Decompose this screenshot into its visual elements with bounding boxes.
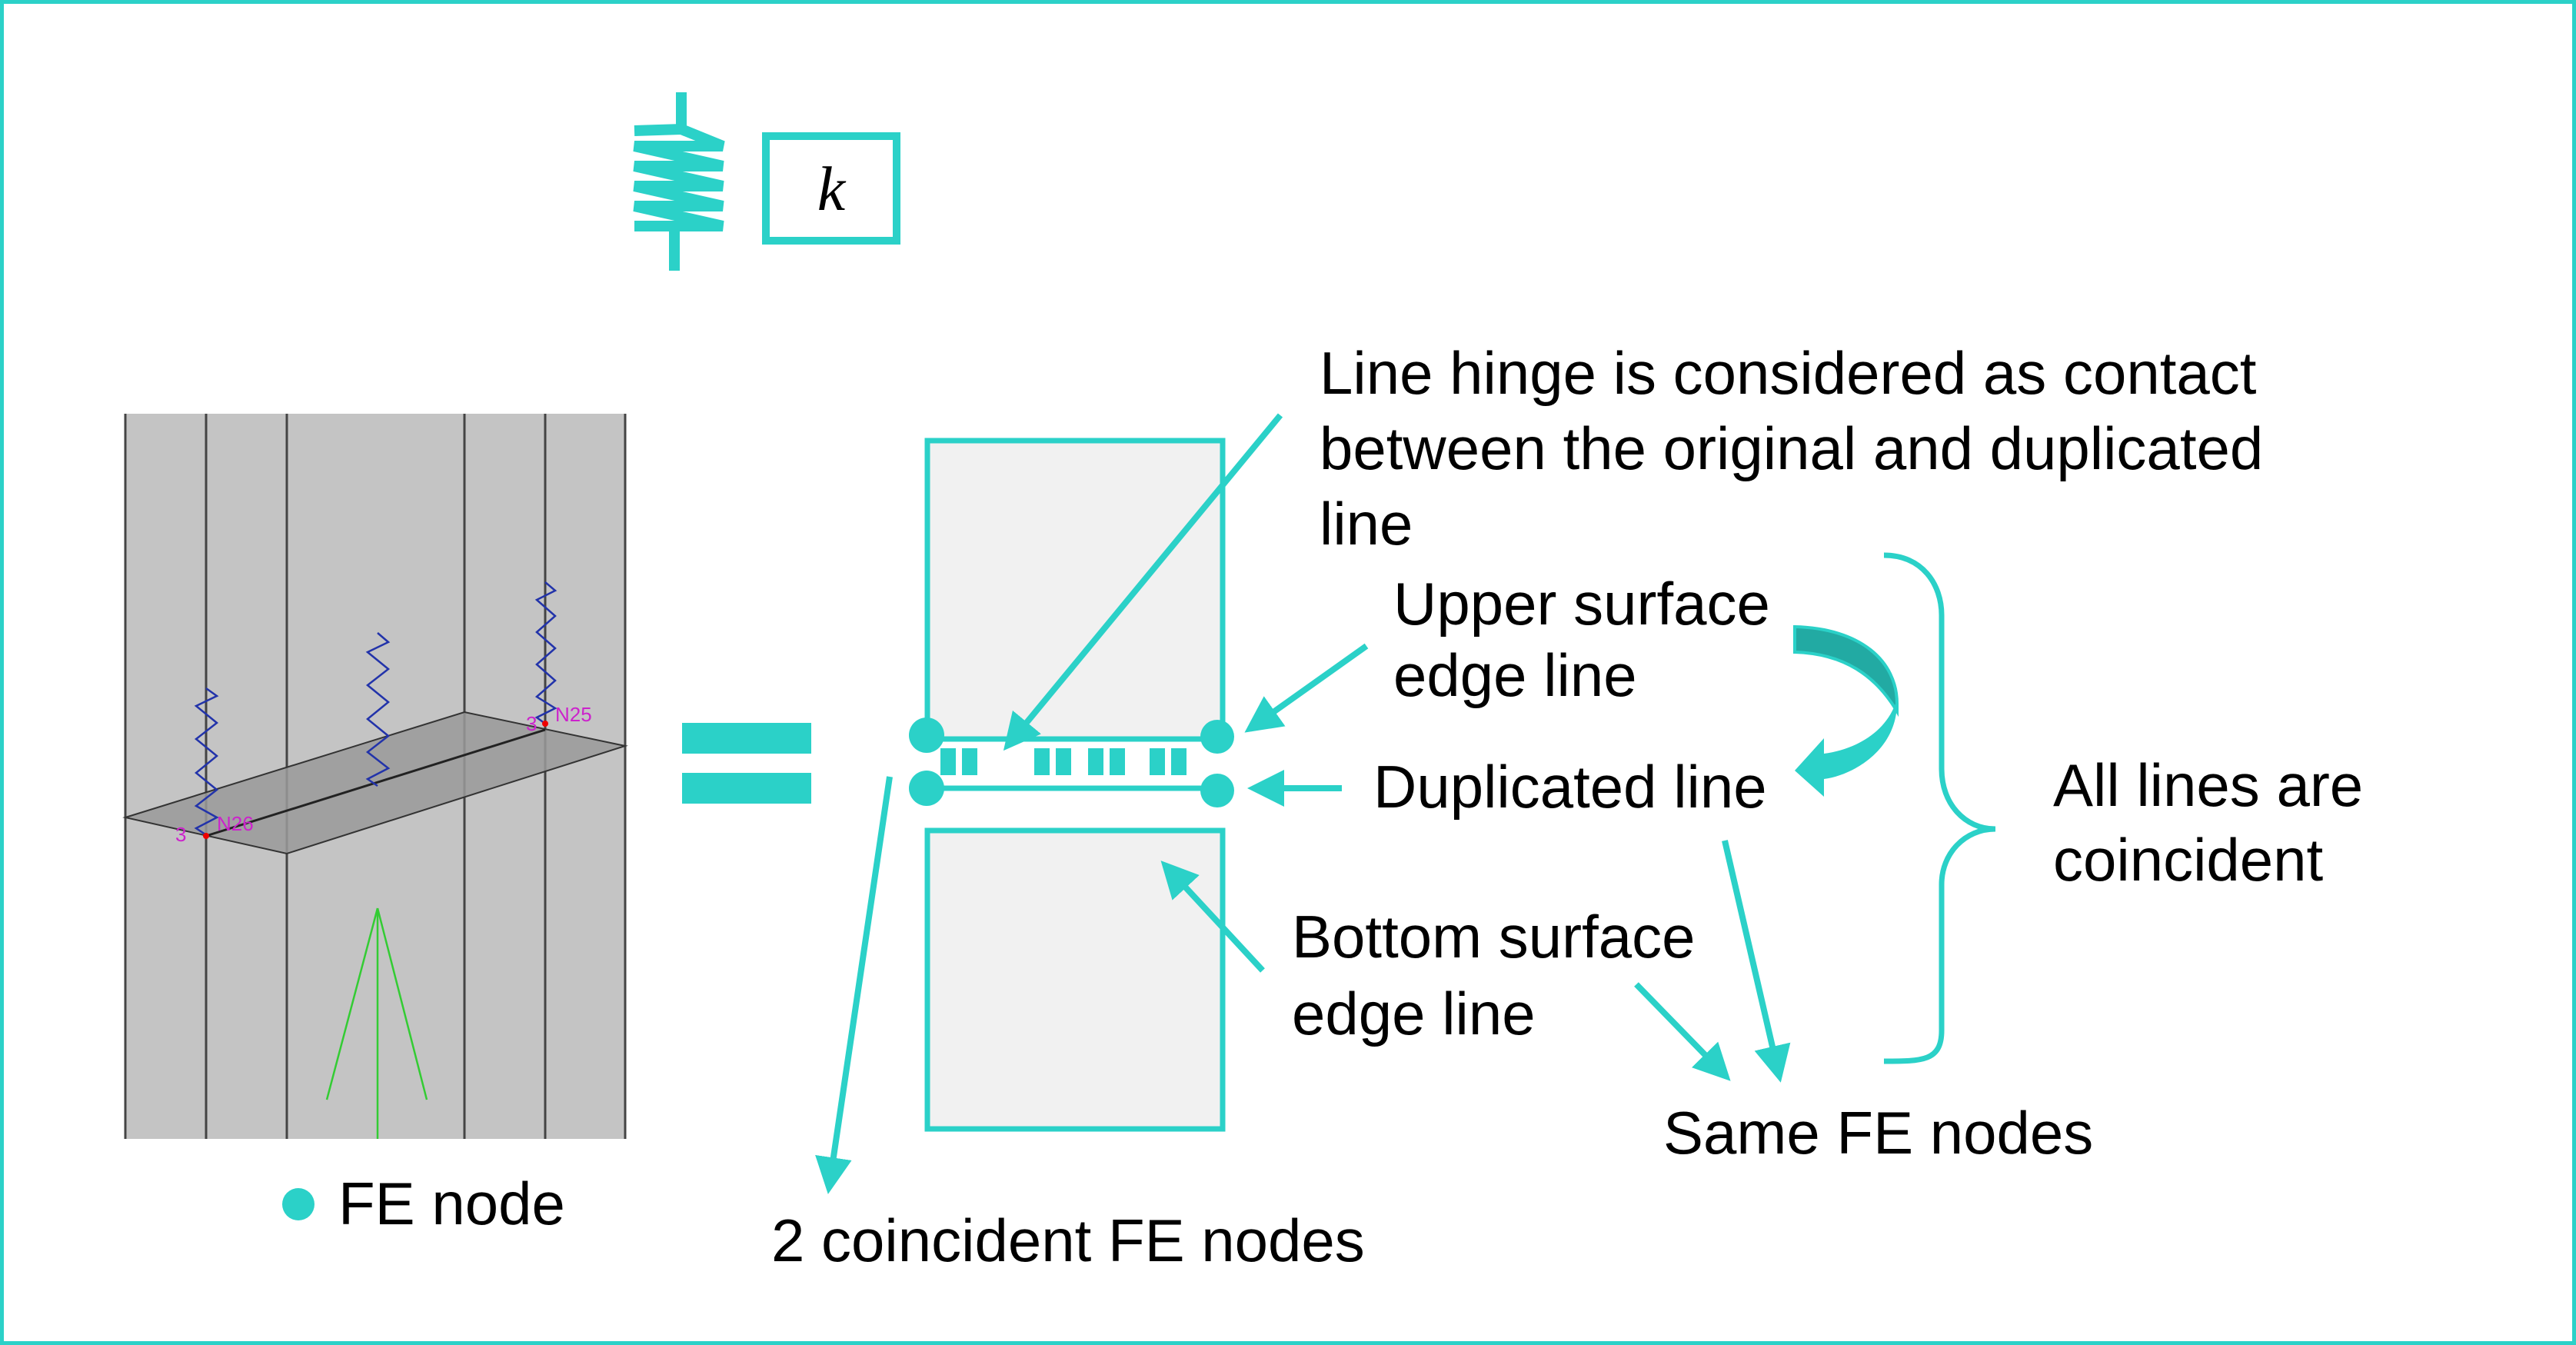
node-marker: [542, 721, 548, 727]
fe-node-dot-icon: [282, 1188, 315, 1220]
arrow-upper-surface: [1244, 643, 1369, 733]
arrow-bottom-surface: [1160, 861, 1265, 973]
model-springs: [194, 581, 557, 837]
curved-arrow-icon: [1793, 624, 1899, 797]
spring-icon: [633, 92, 725, 271]
fe-node: [909, 771, 944, 806]
hinge-detail: [909, 438, 1234, 1132]
node-label: N26: [217, 812, 254, 835]
legend-label: FE node: [338, 1170, 565, 1237]
model-view: 3 N25 3 N26: [122, 414, 628, 1139]
upper-surface-label-2: edge line: [1393, 641, 1637, 709]
equals-icon: [682, 723, 811, 804]
arrow-line-hinge: [1003, 413, 1283, 751]
fe-node: [1200, 720, 1234, 754]
bottom-surface: [924, 827, 1226, 1132]
node-marker: [203, 833, 209, 839]
fe-node: [909, 717, 944, 753]
stiffness-label: k: [817, 154, 847, 224]
fe-node: [1200, 774, 1234, 807]
node-tag: 3: [175, 823, 186, 846]
line-hinge-label-1: Line hinge is considered as contact: [1320, 339, 2257, 407]
coincident-nodes-label: 2 coincident FE nodes: [771, 1207, 1365, 1274]
all-lines-label-1: All lines are: [2053, 751, 2363, 819]
node-tag: 3: [526, 712, 537, 735]
bottom-surface-label-2: edge line: [1292, 980, 1536, 1047]
brace-icon: [1883, 552, 1996, 1064]
duplicated-line-label: Duplicated line: [1373, 753, 1767, 821]
upper-surface-label-1: Upper surface: [1393, 570, 1770, 638]
bottom-surface-label-1: Bottom surface: [1292, 903, 1696, 970]
node-label: N25: [555, 703, 592, 726]
hinge-markers: [940, 748, 1186, 775]
arrow-same-nodes-2: [1722, 840, 1791, 1083]
same-fe-nodes-label: Same FE nodes: [1663, 1099, 2093, 1167]
stiffness-box: k: [762, 132, 900, 245]
upper-surface: [924, 438, 1226, 742]
arrow-coincident-nodes: [815, 776, 893, 1194]
axis-arrow-icon: [325, 907, 428, 1139]
line-hinge-label-3: line: [1320, 490, 1413, 558]
line-hinge-label-2: between the original and duplicated: [1320, 414, 2263, 482]
arrow-same-nodes-1: [1634, 982, 1731, 1081]
all-lines-label-2: coincident: [2053, 826, 2324, 894]
